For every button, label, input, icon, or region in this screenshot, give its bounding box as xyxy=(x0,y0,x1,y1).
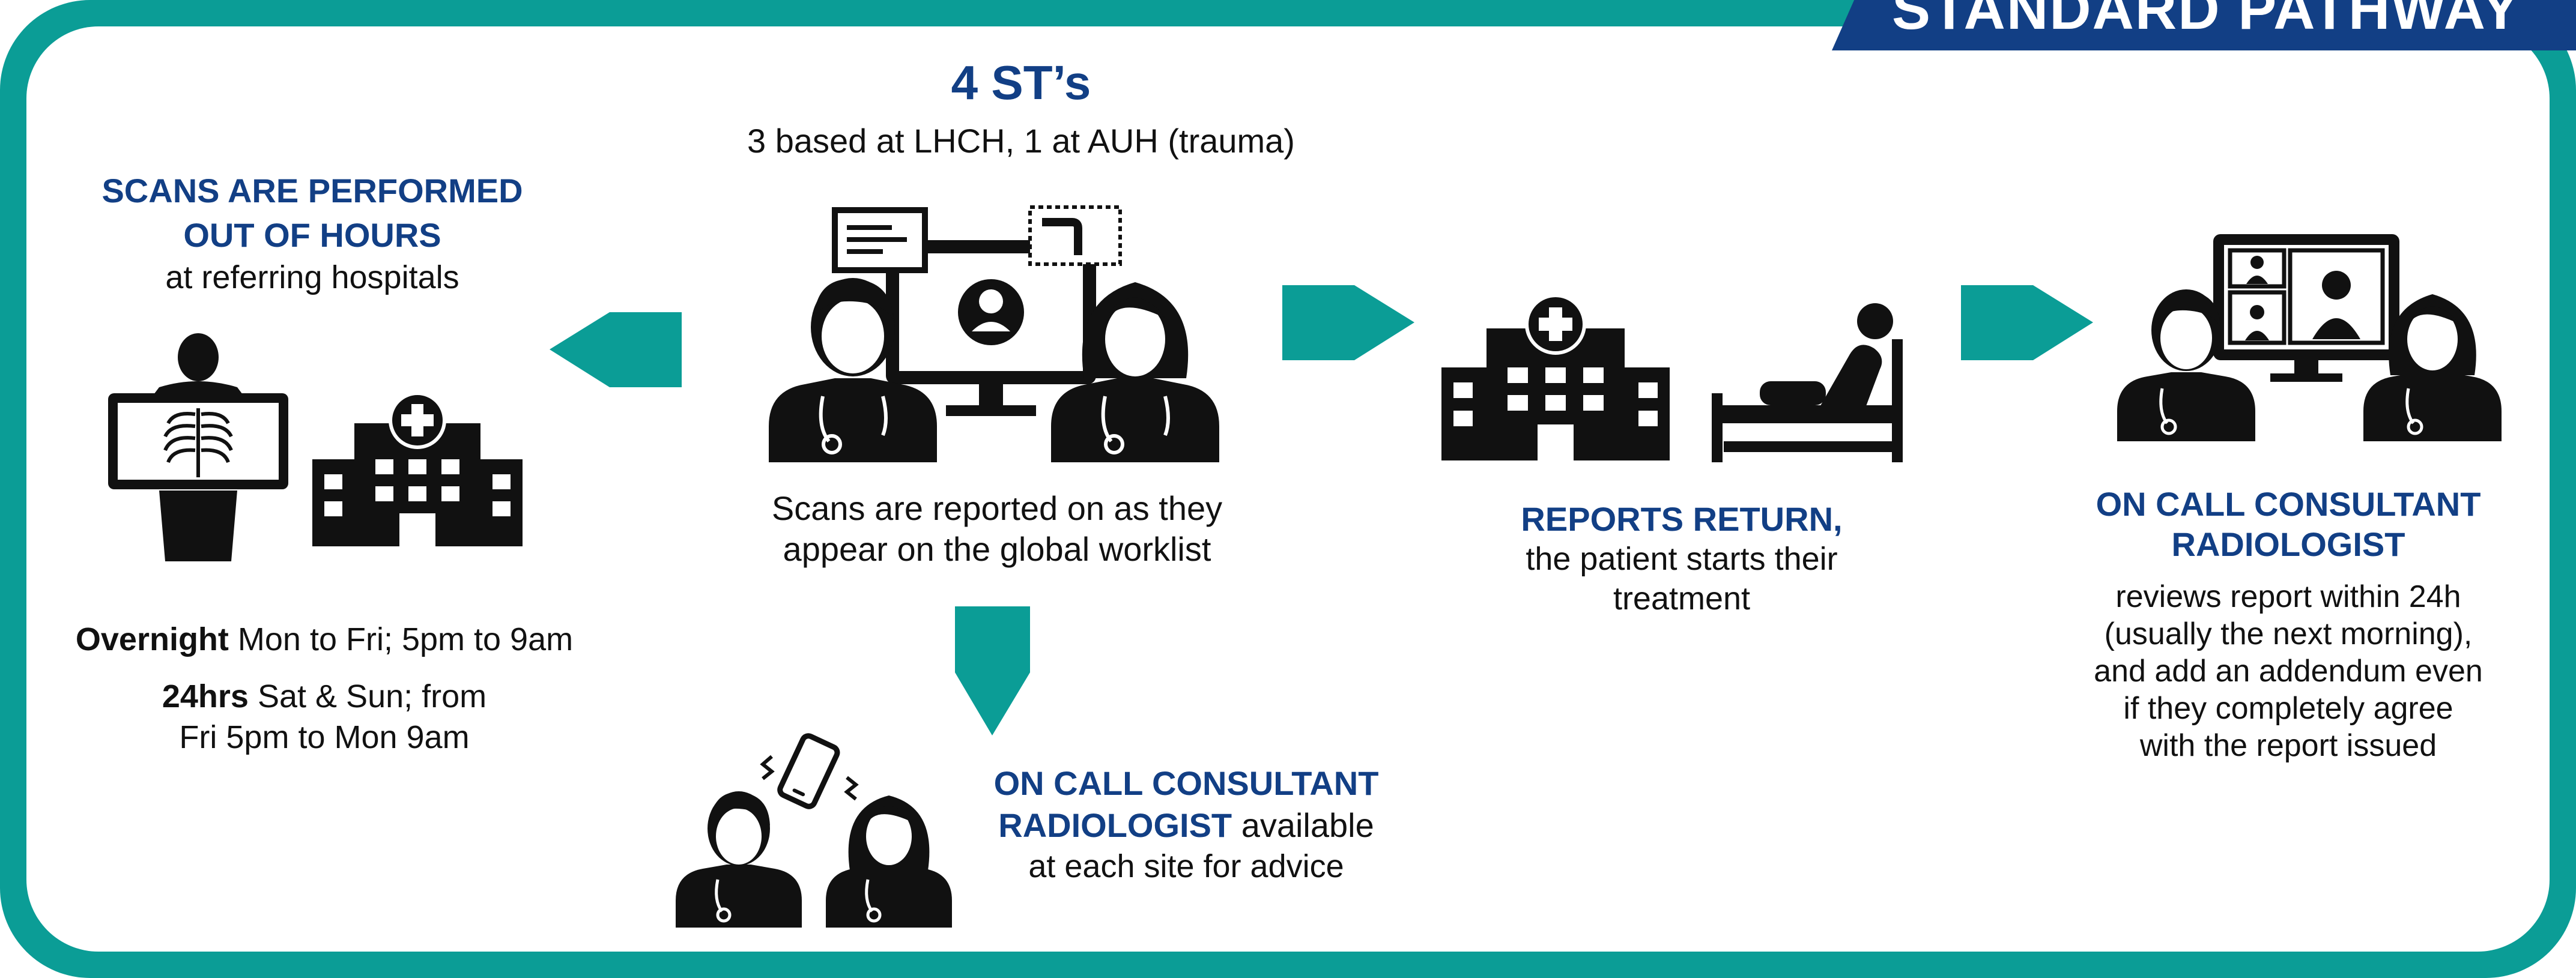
center-caption-line2: appear on the global worklist xyxy=(783,530,1211,568)
right-line-1: reviews report within 24h xyxy=(2115,579,2461,614)
bottom-radiologist-label: RADIOLOGIST xyxy=(998,806,1232,844)
xray-person-icon xyxy=(108,333,288,561)
left-title-line1: SCANS ARE PERFORMED xyxy=(102,172,523,210)
right-line-4: if they completely agree xyxy=(2123,691,2453,726)
hospital-icon xyxy=(312,393,523,546)
banner-title: STANDARD PATHWAY xyxy=(1892,0,2521,41)
bottom-available-text: available xyxy=(1232,806,1374,844)
bottom-title-line2: RADIOLOGIST available xyxy=(985,804,1387,847)
arrow-right-icon xyxy=(1961,285,2093,360)
center-subheading: 3 based at LHCH, 1 at AUH (trauma) xyxy=(747,122,1295,160)
right-title-line1: ON CALL CONSULTANT xyxy=(2096,485,2481,523)
hospital-icon xyxy=(1441,295,1670,460)
arrow-left-icon xyxy=(550,312,682,387)
video-call-doctors-icon xyxy=(2117,234,2502,441)
left-schedule-3: Fri 5pm to Mon 9am xyxy=(179,719,470,755)
schedule-overnight-text: Mon to Fri; 5pm to 9am xyxy=(228,621,574,657)
bottom-title-line1: ON CALL CONSULTANT xyxy=(993,764,1379,802)
right-line-3: and add an addendum even xyxy=(2094,654,2483,689)
reports-text-line1: the patient starts their xyxy=(1526,541,1838,577)
right-title-line2: RADIOLOGIST xyxy=(2171,525,2405,563)
right-line-5: with the report issued xyxy=(2139,728,2437,763)
left-subtitle: at referring hospitals xyxy=(165,259,459,295)
doctors-monitor-icon xyxy=(769,205,1219,462)
schedule-weekend-label: 24hrs xyxy=(162,678,249,714)
schedule-weekend-text: Sat & Sun; from xyxy=(248,678,487,714)
schedule-overnight-label: Overnight xyxy=(75,621,229,657)
left-schedule-1: Overnight Mon to Fri; 5pm to 9am xyxy=(24,618,625,660)
reports-title: REPORTS RETURN, xyxy=(1521,500,1843,538)
left-schedule-2: 24hrs Sat & Sun; from xyxy=(24,675,625,717)
doctors-phone-icon xyxy=(676,733,952,928)
center-heading: 4 ST’s xyxy=(951,56,1091,109)
arrow-right-icon xyxy=(1282,285,1414,360)
right-line-2: (usually the next morning), xyxy=(2104,617,2473,651)
banner-background xyxy=(1832,0,2576,50)
reports-text-line2: treatment xyxy=(1613,581,1751,617)
center-caption-line1: Scans are reported on as they xyxy=(771,489,1223,527)
bottom-text-line3: at each site for advice xyxy=(1028,848,1344,884)
left-title-line2: OUT OF HOURS xyxy=(183,216,441,254)
hospital-bed-icon xyxy=(1712,303,1903,462)
arrow-down-icon xyxy=(955,606,1030,735)
